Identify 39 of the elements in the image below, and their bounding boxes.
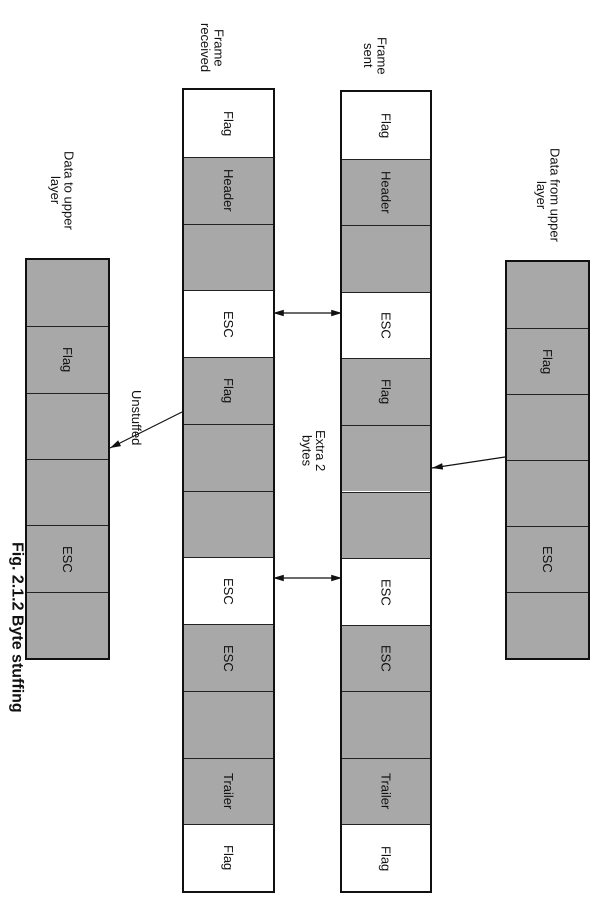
byte-cell: ESC <box>184 624 273 691</box>
edge-label: Unstuffed <box>129 390 143 446</box>
arrow <box>432 456 506 470</box>
byte-cell <box>27 260 108 326</box>
byte-cell: ESC <box>27 525 108 592</box>
figure-caption: Fig. 2.1.2 Byte stuffing <box>8 542 24 713</box>
byte-cell <box>184 224 273 290</box>
byte-cell <box>507 262 588 328</box>
byte-cell: Trailer <box>342 758 430 824</box>
byte-cell <box>184 690 273 758</box>
byte-cell: Header <box>342 158 430 226</box>
arrow <box>110 411 182 449</box>
byte-cell <box>27 592 108 658</box>
byte-cell <box>342 424 430 492</box>
byte-cell <box>27 392 108 459</box>
byte-cell: Trailer <box>184 758 273 824</box>
byte-cell <box>507 394 588 460</box>
column-heading: Frame received <box>198 22 226 75</box>
byte-cell: Flag <box>184 357 273 424</box>
arrow <box>273 310 342 316</box>
column-heading: Data to upper layer <box>48 150 76 232</box>
byte-cell <box>342 691 430 758</box>
byte-cell: Flag <box>507 328 588 394</box>
byte-cell <box>184 490 273 558</box>
arrow <box>273 574 342 582</box>
column-heading: Data from upper layer <box>534 147 562 244</box>
byte-cell <box>184 424 273 490</box>
byte-cell <box>342 225 430 292</box>
byte-cell: ESC <box>342 624 430 692</box>
byte-cell <box>507 460 588 526</box>
byte-cell: Flag <box>342 358 430 425</box>
byte-cell: Flag <box>27 326 108 393</box>
note-text: Extra 2 bytes <box>298 429 327 474</box>
byte-cell: Header <box>184 156 273 224</box>
byte-cell <box>342 492 430 558</box>
byte-cell <box>507 592 588 658</box>
byte-cell <box>27 459 108 526</box>
byte-cell: ESC <box>507 526 588 592</box>
column-heading: Frame sent <box>361 36 389 76</box>
